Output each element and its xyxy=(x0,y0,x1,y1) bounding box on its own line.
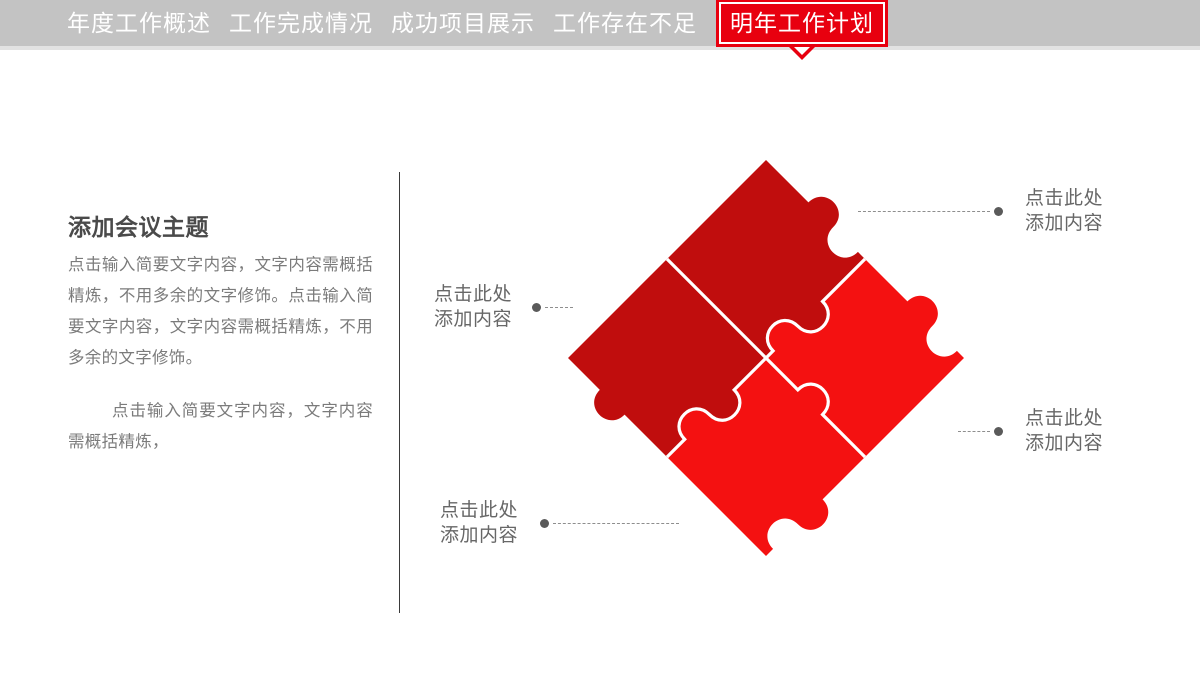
callout-dot-icon xyxy=(994,426,1003,436)
panel-paragraph-1: 点击输入简要文字内容，文字内容需概括精炼，不用多余的文字修饰。点击输入简要文字内… xyxy=(68,256,373,367)
callout-dashed-line xyxy=(958,430,990,432)
nav-tabs: 年度工作概述 工作完成情况 成功项目展示 工作存在不足 明年工作计划 xyxy=(0,0,1200,60)
chevron-down-inner-icon xyxy=(794,47,810,55)
nav-tab-work-completion[interactable]: 工作完成情况 xyxy=(220,0,382,46)
nav-tab-annual-overview[interactable]: 年度工作概述 xyxy=(58,0,220,46)
left-text-panel: 添加会议主题 点击输入简要文字内容，文字内容需概括精炼，不用多余的文字修饰。点击… xyxy=(68,208,373,458)
callout-dashed-line xyxy=(545,306,574,308)
nav-tab-label: 工作存在不足 xyxy=(553,10,697,36)
callout-bottom-right[interactable]: 点击此处 添加内容 xyxy=(958,406,1103,456)
nav-tab-successful-projects[interactable]: 成功项目展示 xyxy=(382,0,544,46)
vertical-divider xyxy=(399,172,400,613)
nav-bar xyxy=(0,0,1200,46)
nav-tab-label: 明年工作计划 xyxy=(730,10,874,36)
nav-tab-label: 年度工作概述 xyxy=(67,10,211,36)
nav-tab-next-year-plan[interactable]: 明年工作计划 xyxy=(716,0,888,60)
callout-text: 点击此处 添加内容 xyxy=(1025,186,1103,236)
panel-paragraph-2: 点击输入简要文字内容，文字内容需概括精炼， xyxy=(68,402,373,451)
callout-line-1: 点击此处 xyxy=(1025,188,1104,209)
nav-tab-label: 成功项目展示 xyxy=(391,10,535,36)
page-title: 添加会议主题 xyxy=(68,214,209,240)
callout-left[interactable]: 点击此处 添加内容 xyxy=(434,282,574,332)
callout-text: 点击此处 添加内容 xyxy=(434,282,512,332)
callout-dashed-line xyxy=(553,522,680,524)
callout-dot-icon xyxy=(994,206,1003,216)
nav-bar-underline xyxy=(0,46,1200,50)
callout-dot-icon xyxy=(540,518,550,528)
callout-line-2: 添加内容 xyxy=(434,309,513,330)
puzzle-separator-horizontal xyxy=(665,257,867,459)
callout-line-1: 点击此处 xyxy=(434,284,513,305)
callout-line-2: 添加内容 xyxy=(1025,213,1104,234)
callout-text: 点击此处 添加内容 xyxy=(440,498,518,548)
puzzle-piece-top xyxy=(766,259,964,457)
puzzle-diagram xyxy=(556,158,976,558)
nav-tab-shortcomings[interactable]: 工作存在不足 xyxy=(544,0,706,46)
callout-line-2: 添加内容 xyxy=(440,525,519,546)
callout-line-1: 点击此处 xyxy=(1025,408,1104,429)
nav-tab-label: 工作完成情况 xyxy=(229,10,373,36)
callout-dot-icon xyxy=(532,302,542,312)
callout-bottom-left[interactable]: 点击此处 添加内容 xyxy=(440,498,680,548)
callout-dashed-line xyxy=(858,210,990,212)
callout-line-2: 添加内容 xyxy=(1025,433,1104,454)
callout-line-1: 点击此处 xyxy=(440,500,519,521)
callout-text: 点击此处 添加内容 xyxy=(1025,406,1103,456)
callout-top-right[interactable]: 点击此处 添加内容 xyxy=(858,186,1103,236)
